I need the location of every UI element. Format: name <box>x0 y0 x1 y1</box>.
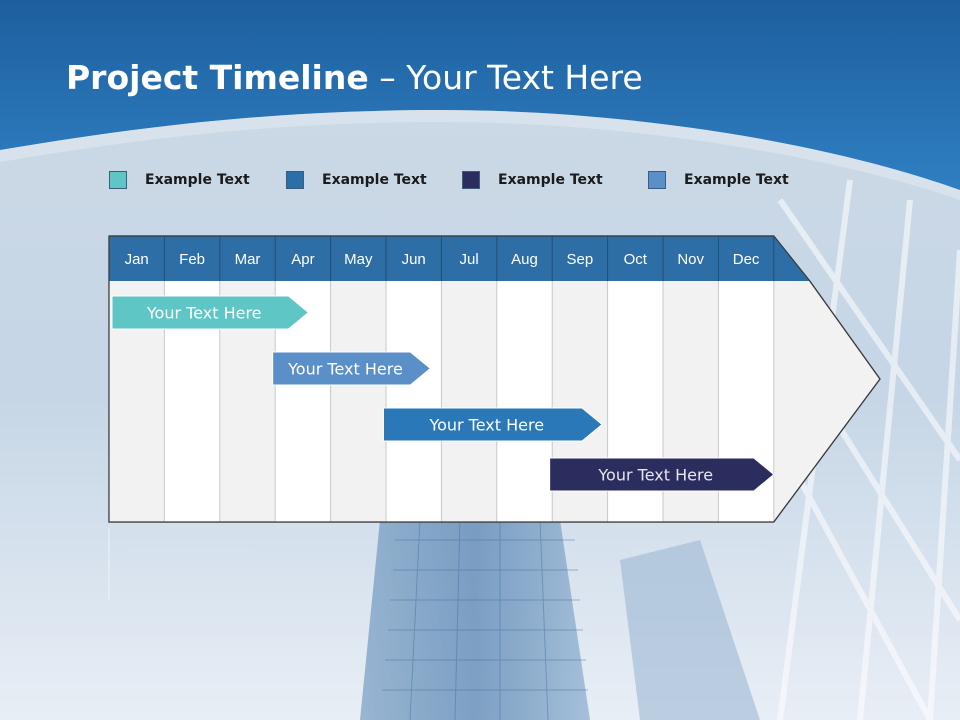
month-label-mar: Mar <box>235 251 261 268</box>
month-label-jun: Jun <box>402 251 426 268</box>
legend-label-4: Example Text <box>684 172 789 188</box>
legend-swatch-1 <box>109 171 127 189</box>
legend-swatch-4 <box>648 171 666 189</box>
legend-label-2: Example Text <box>322 172 427 188</box>
task-label-4: Your Text Here <box>597 466 713 485</box>
legend-item-4: Example Text <box>648 170 789 190</box>
month-column <box>330 281 386 522</box>
month-label-dec: Dec <box>733 251 760 268</box>
month-column <box>496 281 553 522</box>
legend-swatch-2 <box>286 171 304 189</box>
timeline-outline <box>108 235 881 523</box>
task-bar-2 <box>272 351 432 386</box>
task-bar-4 <box>549 457 775 492</box>
month-label-sep: Sep <box>567 251 594 268</box>
month-label-may: May <box>344 251 373 268</box>
task-label-3: Your Text Here <box>428 416 544 435</box>
month-label-oct: Oct <box>624 251 648 268</box>
legend-item-2: Example Text <box>286 170 427 190</box>
task-bar-3 <box>382 407 603 442</box>
month-label-aug: Aug <box>511 251 538 268</box>
month-column <box>441 281 497 522</box>
month-label-feb: Feb <box>179 251 205 268</box>
legend-item-3: Example Text <box>462 170 603 190</box>
legend-item-1: Example Text <box>109 170 250 190</box>
month-label-apr: Apr <box>291 251 314 268</box>
month-label-jul: Jul <box>460 251 479 268</box>
task-label-1: Your Text Here <box>146 304 262 323</box>
title-rest: – Your Text Here <box>368 58 643 97</box>
month-header-band <box>109 236 810 281</box>
month-label-jan: Jan <box>125 251 149 268</box>
title-strong: Project Timeline <box>66 58 369 97</box>
task-bar-1 <box>111 295 310 330</box>
task-label-2: Your Text Here <box>287 360 403 379</box>
legend-label-1: Example Text <box>145 172 250 188</box>
legend-label-3: Example Text <box>498 172 603 188</box>
page-title: Project Timeline – Your Text Here <box>66 58 643 97</box>
month-label-nov: Nov <box>677 251 704 268</box>
month-column <box>386 281 442 522</box>
legend-swatch-3 <box>462 171 480 189</box>
